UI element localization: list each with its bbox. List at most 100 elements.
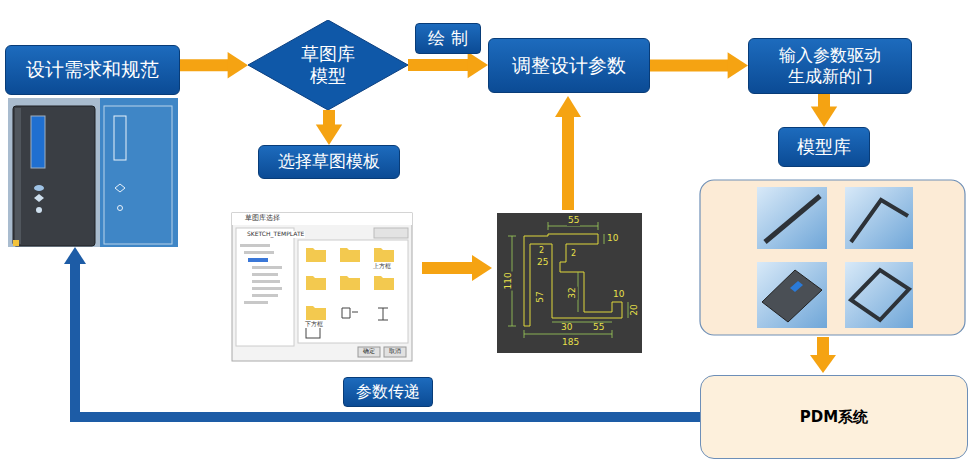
dimension-value: 10: [612, 290, 625, 300]
panel-frame: [700, 180, 965, 335]
folder-icon: [374, 248, 394, 262]
folder-icon: [340, 248, 360, 262]
arrow-head: [555, 96, 581, 117]
folder-icon: [374, 276, 394, 290]
connector-line: [408, 59, 469, 71]
folder-name: 下方框: [304, 321, 324, 328]
door-illustration: [8, 98, 178, 247]
button-text: 确定: [362, 348, 376, 355]
folder-icon: [306, 248, 326, 262]
door-outline: [118, 206, 123, 211]
tree-item: [248, 258, 268, 262]
node-text: 输入参数驱动 生成新的门: [772, 45, 888, 88]
process-box: 模型库: [778, 127, 870, 167]
folder-icon: [306, 276, 326, 290]
door-outline: [104, 106, 172, 244]
tree-item: [252, 266, 282, 269]
model-library-panel: [700, 180, 965, 335]
dimension-value: 55: [592, 323, 605, 333]
arrow-shaft: [817, 337, 829, 356]
folder-icon: [306, 306, 326, 320]
door-outline: [114, 116, 126, 160]
flow-arrow: [810, 337, 836, 373]
dimension-value: 2: [570, 250, 577, 259]
dimension-value: 25: [536, 258, 549, 268]
connector-line: [323, 110, 335, 126]
door-hinge: [13, 240, 19, 246]
toolbar: [374, 228, 408, 238]
window-title: 草图库选择: [244, 215, 281, 223]
folder-name: 上方框: [372, 263, 392, 270]
connector-arrow: [316, 110, 342, 145]
model-part: [851, 270, 909, 320]
dimension-value: 30: [560, 323, 573, 333]
edge-label: 绘 制: [415, 23, 480, 54]
cad-sketch: [497, 213, 642, 353]
tree-item: [252, 294, 278, 297]
node-text: 设计需求和规范: [26, 58, 159, 82]
dialog-screenshot: [232, 213, 412, 361]
dialog-frame: [232, 213, 412, 361]
dimension-value: 57: [536, 290, 546, 303]
folder-icon: [340, 276, 360, 290]
door-edge: [15, 108, 21, 244]
tree-pane: [236, 228, 294, 346]
connector-arrow: [408, 52, 488, 78]
dialog-titlebar: [232, 213, 412, 225]
process-box: 调整设计参数: [488, 38, 650, 93]
edge-label: 参数传递: [343, 377, 433, 407]
decision-diamond: 草图库 模型: [248, 20, 408, 110]
template-icon: [378, 308, 388, 320]
flow-arrow: [555, 96, 581, 210]
dimension-value: 55: [567, 216, 580, 226]
door-handle: [34, 185, 44, 191]
template-icon: [342, 308, 358, 318]
node-text: 模型库: [797, 136, 851, 159]
tree-item: [252, 287, 282, 290]
requirement-box: 设计需求和规范: [5, 45, 180, 247]
profile-line: [524, 234, 622, 326]
arrow-shaft: [422, 262, 473, 274]
model-part: [762, 270, 822, 322]
arrow-head: [472, 255, 492, 281]
process-box: 选择草图模板: [258, 145, 400, 179]
arrow-head: [64, 247, 86, 264]
arrow-head: [316, 125, 342, 145]
arrow-head: [728, 52, 748, 78]
connector-arrow: [64, 247, 700, 417]
dimension-value: 20: [630, 303, 640, 316]
arrow-head: [811, 107, 837, 127]
box-header: 设计需求和规范: [5, 45, 180, 95]
model-tile: [757, 187, 827, 249]
template-icon: [306, 326, 320, 338]
cad-background: [497, 213, 642, 353]
door-window: [31, 116, 45, 168]
model-tile: [845, 262, 913, 328]
flow-arrow: [422, 255, 492, 281]
arrow-shaft: [562, 116, 574, 210]
node-text: 调整设计参数: [512, 54, 626, 78]
node-text: 选择草图模板: [278, 151, 380, 172]
dimension-value: 10: [606, 234, 619, 244]
system-box: PDM系统: [700, 375, 968, 459]
dialog-button: [384, 347, 406, 357]
connector-arrow: [650, 52, 748, 78]
model-tile: [757, 262, 827, 328]
dialog-button: [358, 347, 380, 357]
process-box: 输入参数驱动 生成新的门: [748, 38, 912, 94]
tree-item: [240, 244, 270, 247]
connector-line: [818, 94, 830, 108]
dimension-value: 110: [504, 271, 514, 290]
door-handle: [34, 194, 44, 202]
tree-item: [244, 301, 268, 304]
arrow-head: [468, 52, 488, 78]
connector-arrow: [811, 94, 837, 127]
model-tile: [845, 187, 913, 249]
model-part: [851, 200, 908, 242]
node-text: PDM系统: [800, 408, 868, 427]
connector-line: [75, 263, 700, 417]
door-lock: [36, 207, 42, 213]
dimension-value: 185: [561, 338, 580, 348]
tree-root: SKETCH_TEMPLATE: [246, 231, 305, 238]
folder-pane: [298, 240, 408, 343]
